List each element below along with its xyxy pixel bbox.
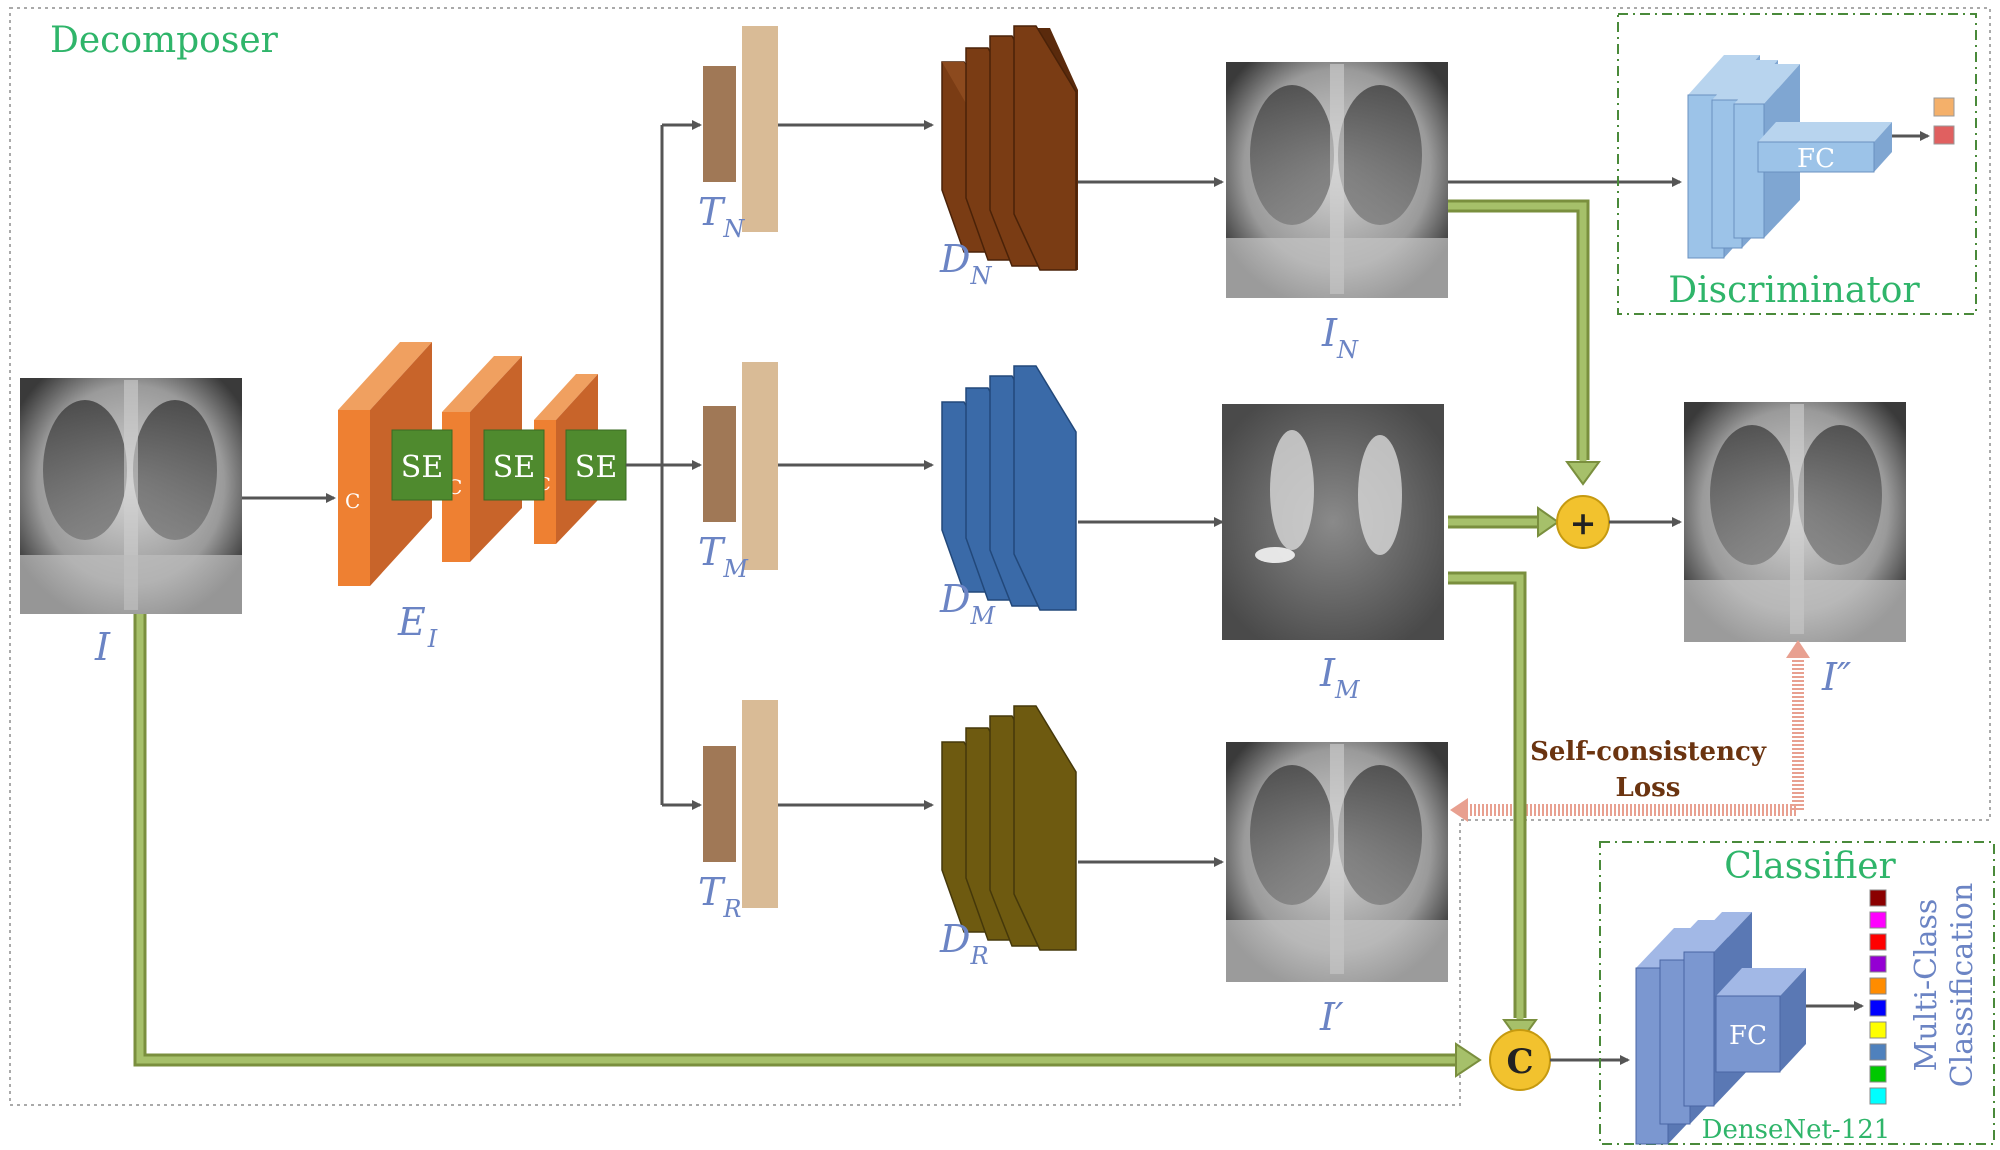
encoder-block: C C C SE SE SE	[338, 342, 627, 586]
im-symbol: IM	[1319, 651, 1361, 704]
iprime-symbol: I′	[1319, 995, 1344, 1039]
decomposer-region	[9, 7, 1991, 1106]
transformer-tn	[703, 26, 778, 232]
classifier-fc-label: FC	[1729, 1021, 1767, 1051]
multiclass-label-line2: Classification	[1945, 883, 1980, 1088]
discriminator-title: Discriminator	[1668, 270, 1920, 311]
tr-symbol: TR	[698, 870, 741, 923]
class-output-square	[1869, 1043, 1887, 1061]
class-output-square	[1869, 1087, 1887, 1105]
class-output-square	[1869, 999, 1887, 1017]
class-output-square	[1869, 1021, 1887, 1039]
discriminator-fc-label: FC	[1797, 144, 1835, 174]
output-normal-image	[1226, 62, 1448, 298]
green-arrow-input-to-concat	[136, 614, 1460, 1064]
output-mask-image	[1222, 404, 1444, 640]
se-block-3: SE	[575, 450, 617, 485]
reconstruction-symbol: I″	[1821, 655, 1851, 699]
classifier-region	[1599, 841, 1995, 1145]
input-symbol: I	[94, 625, 111, 669]
class-output-square	[1869, 1065, 1887, 1083]
encoder-concat-1: C	[345, 489, 360, 513]
densenet-label: DenseNet-121	[1702, 1115, 1891, 1145]
discriminator-region	[1617, 13, 1977, 315]
decoder-dn	[941, 25, 1078, 271]
class-output-square	[1869, 977, 1887, 995]
transformer-tr	[703, 700, 778, 908]
class-output-square	[1869, 889, 1887, 907]
discriminator-network	[1687, 55, 1892, 259]
se-block-2: SE	[493, 450, 535, 485]
densenet-network	[1635, 912, 1806, 1145]
green-arrow-im-to-concat	[1448, 574, 1524, 1020]
class-output-squares	[1869, 889, 1887, 1105]
multiclass-label-line1: Multi-Class	[1909, 899, 1944, 1072]
concat-symbol: C	[1506, 1042, 1533, 1082]
tn-symbol: TN	[698, 190, 745, 243]
encoder-symbol: EI	[397, 600, 438, 653]
loss-label-line2: Loss	[1616, 773, 1681, 803]
reconstructed-image	[1684, 402, 1906, 642]
loss-label-line1: Self-consistency	[1530, 737, 1767, 767]
input-xray-image	[20, 378, 242, 614]
in-symbol: IN	[1321, 311, 1359, 364]
tm-symbol: TM	[698, 530, 749, 583]
decomposer-title: Decomposer	[50, 20, 279, 61]
green-arrow-in-to-plus	[1448, 202, 1587, 462]
transformer-tm	[703, 362, 778, 570]
discriminator-fake-output	[1933, 125, 1955, 145]
class-output-square	[1869, 933, 1887, 951]
dr-symbol: DR	[939, 917, 989, 970]
dn-symbol: DN	[939, 237, 992, 290]
dm-symbol: DM	[939, 577, 996, 630]
class-output-square	[1869, 955, 1887, 973]
se-block-1: SE	[401, 450, 443, 485]
classifier-title: Classifier	[1724, 846, 1896, 887]
discriminator-real-output	[1933, 97, 1955, 117]
self-consistency-loss-arrow	[1466, 652, 1804, 816]
decoder-dr	[941, 705, 1077, 951]
plus-symbol: +	[1570, 504, 1597, 542]
class-output-square	[1869, 911, 1887, 929]
output-residual-image	[1226, 742, 1448, 982]
decoder-dm	[941, 365, 1077, 611]
